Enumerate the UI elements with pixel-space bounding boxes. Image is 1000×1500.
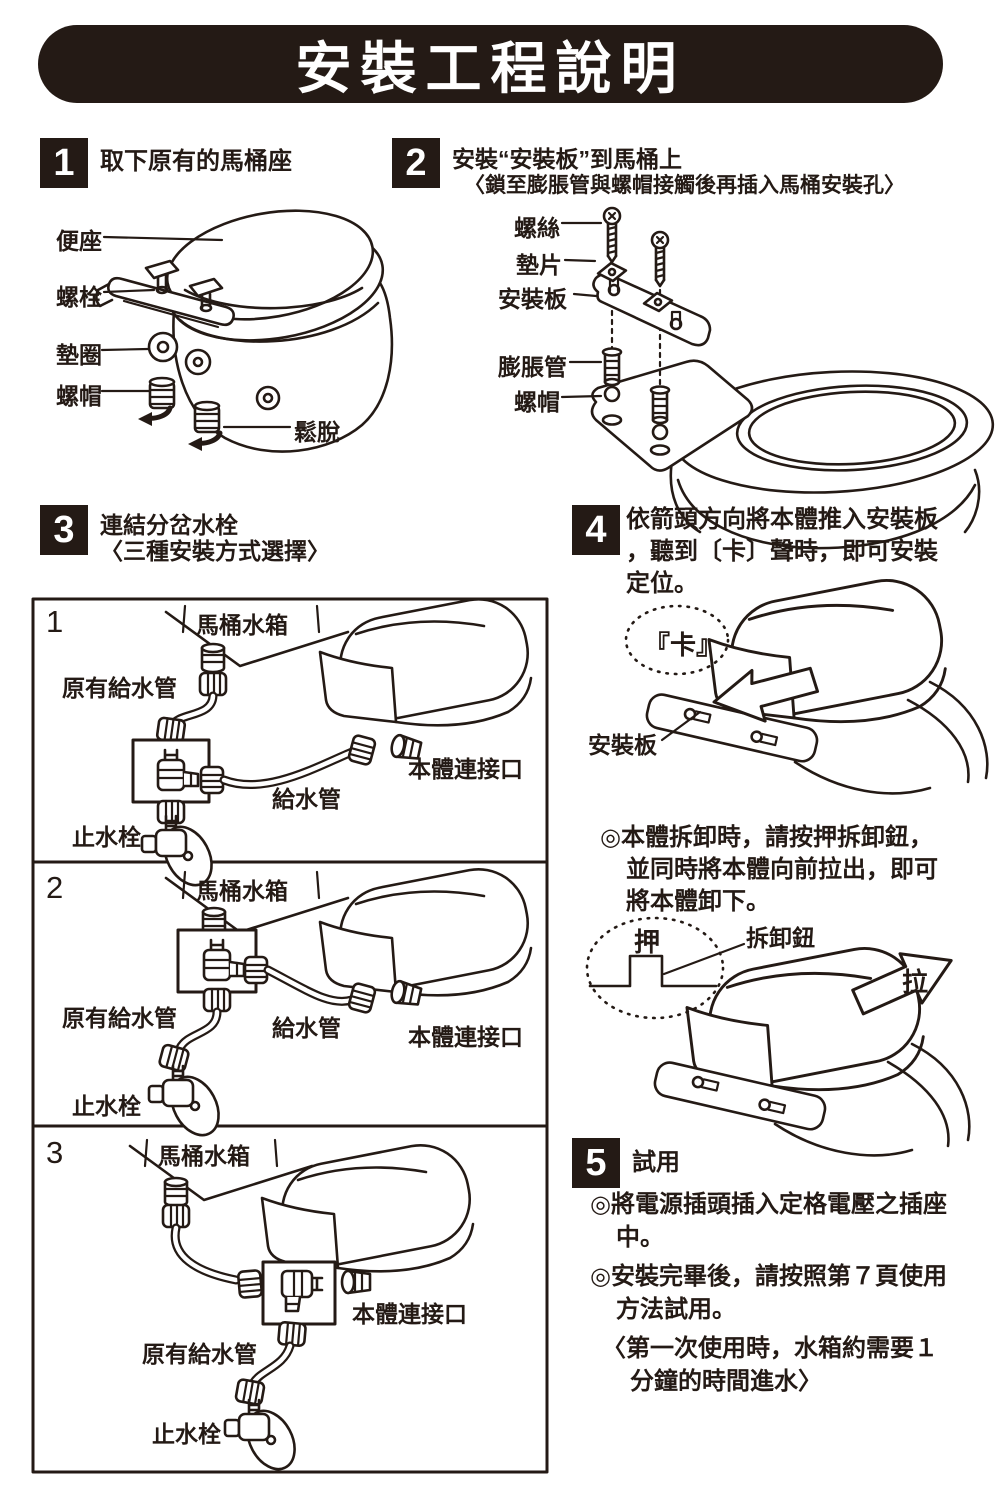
option1-illustration (131, 589, 538, 895)
page-title: 安裝工程說明 (295, 36, 686, 100)
page-title-banner: 安裝工程說明 (38, 25, 943, 103)
label-screw: 螺絲 (514, 215, 560, 241)
label-bolt: 螺栓 (56, 284, 102, 310)
label-push: 押 (634, 927, 661, 957)
step4-title: 依箭頭方向將本體推入安裝板 ，聽到〔卡〕聲時，即可安裝 定位。 (626, 506, 938, 597)
option3-label-tank: 馬桶水箱 (158, 1143, 250, 1169)
step2-title: 安裝“安裝板”到馬桶上 (452, 146, 682, 172)
option3-illustration (128, 1135, 480, 1479)
option1-label-body-port: 本體連接口 (408, 756, 523, 782)
step3-option-boxes (31, 589, 549, 1479)
label-loosen: 鬆脫 (294, 419, 340, 445)
label-nut: 螺帽 (56, 383, 102, 409)
ka-sound-bubble (624, 604, 730, 676)
option3-label-orig-pipe: 原有給水管 (142, 1341, 257, 1367)
release-button-shape (588, 954, 718, 988)
option1-label-tank: 馬桶水箱 (196, 612, 288, 638)
option1-label-supply-pipe: 給水管 (272, 786, 341, 812)
label-mounting-plate: 安裝板 (498, 286, 567, 312)
label-pull: 拉 (902, 967, 929, 997)
option3-label-stop-valve: 止水栓 (152, 1421, 221, 1447)
label-release-button: 拆卸鈕 (746, 925, 815, 951)
step4-release-illustration (585, 916, 971, 1157)
label-shim: 墊片 (516, 252, 562, 278)
step1-title: 取下原有的馬桶座 (100, 148, 292, 175)
option2-label-tank: 馬桶水箱 (196, 878, 288, 904)
release-button-callout (585, 916, 725, 1020)
option2-label-stop-valve: 止水栓 (72, 1093, 141, 1119)
step3-title: 連結分岔水栓 (100, 512, 238, 538)
step3-number: 3 (40, 505, 88, 555)
label-seat: 便座 (56, 228, 102, 254)
step1-toilet-illustration (95, 209, 394, 453)
label-nut2: 螺帽 (514, 389, 560, 415)
label-mounting-plate-step4: 安裝板 (588, 732, 657, 758)
step3-subtitle: 〈三種安裝方式選擇〉 (100, 538, 330, 564)
step2-number: 2 (392, 138, 440, 188)
step4-install-illustration (624, 569, 989, 795)
ka-sound-text: 『卡』 (644, 630, 723, 660)
option2-label-orig-pipe: 原有給水管 (62, 1005, 177, 1031)
option3-label-body-port: 本體連接口 (352, 1301, 467, 1327)
step1-leader-lines (100, 235, 292, 429)
step4-note: ◎本體拆卸時，請按押拆卸鈕， 並同時將本體向前拉出，即可 將本體卸下。 (600, 824, 938, 915)
step1-number: 1 (40, 138, 88, 188)
option2-illustration (147, 859, 538, 1145)
step2-subtitle: 〈鎖至膨脹管與螺帽接觸後再插入馬桶安裝孔〉 (464, 174, 905, 197)
step5-title: 試用 (632, 1149, 680, 1176)
step5-instructions: ◎將電源插頭插入定格電壓之插座 中。 ◎安裝完畢後，請按照第７頁使用 方法試用。… (590, 1191, 947, 1395)
option2-label-supply-pipe: 給水管 (272, 1015, 341, 1041)
option1-number: 1 (46, 604, 64, 639)
option1-label-stop-valve: 止水栓 (72, 824, 141, 850)
step4-number: 4 (572, 505, 620, 555)
label-expansion-anchor: 膨脹管 (498, 354, 567, 380)
option3-number: 3 (46, 1135, 64, 1170)
option2-label-body-port: 本體連接口 (408, 1024, 523, 1050)
step2-exploded-illustration (560, 206, 995, 550)
step5-number: 5 (572, 1138, 620, 1188)
step2-leader-lines (560, 221, 603, 399)
option1-label-orig-pipe: 原有給水管 (62, 675, 177, 701)
option2-number: 2 (46, 870, 64, 905)
label-washer: 墊圈 (56, 342, 102, 368)
